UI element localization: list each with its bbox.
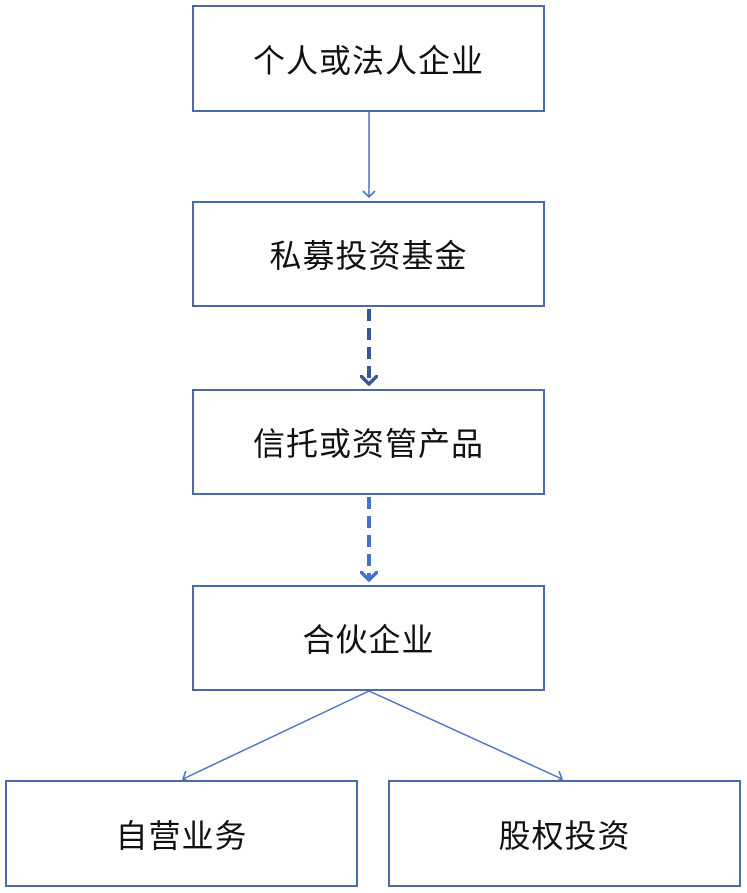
node-label: 股权投资	[498, 816, 631, 855]
node-trust-or-asset-management-product: 信托或资管产品	[192, 389, 545, 495]
node-private-equity-fund: 私募投资基金	[192, 201, 545, 307]
node-proprietary-business: 自营业务	[5, 780, 358, 887]
node-label: 信托或资管产品	[252, 425, 484, 463]
node-label: 个人或法人企业	[252, 41, 484, 80]
node-partnership-enterprise: 合伙企业	[192, 585, 545, 691]
node-label: 私募投资基金	[269, 237, 468, 275]
node-label: 自营业务	[115, 816, 248, 855]
node-equity-investment: 股权投资	[388, 780, 741, 887]
edge-partnership-to-equity	[368, 690, 564, 783]
edge-partnership-to-proprietary	[181, 690, 370, 783]
node-individual-or-corporate: 个人或法人企业	[192, 5, 545, 112]
node-label: 合伙企业	[302, 621, 435, 659]
